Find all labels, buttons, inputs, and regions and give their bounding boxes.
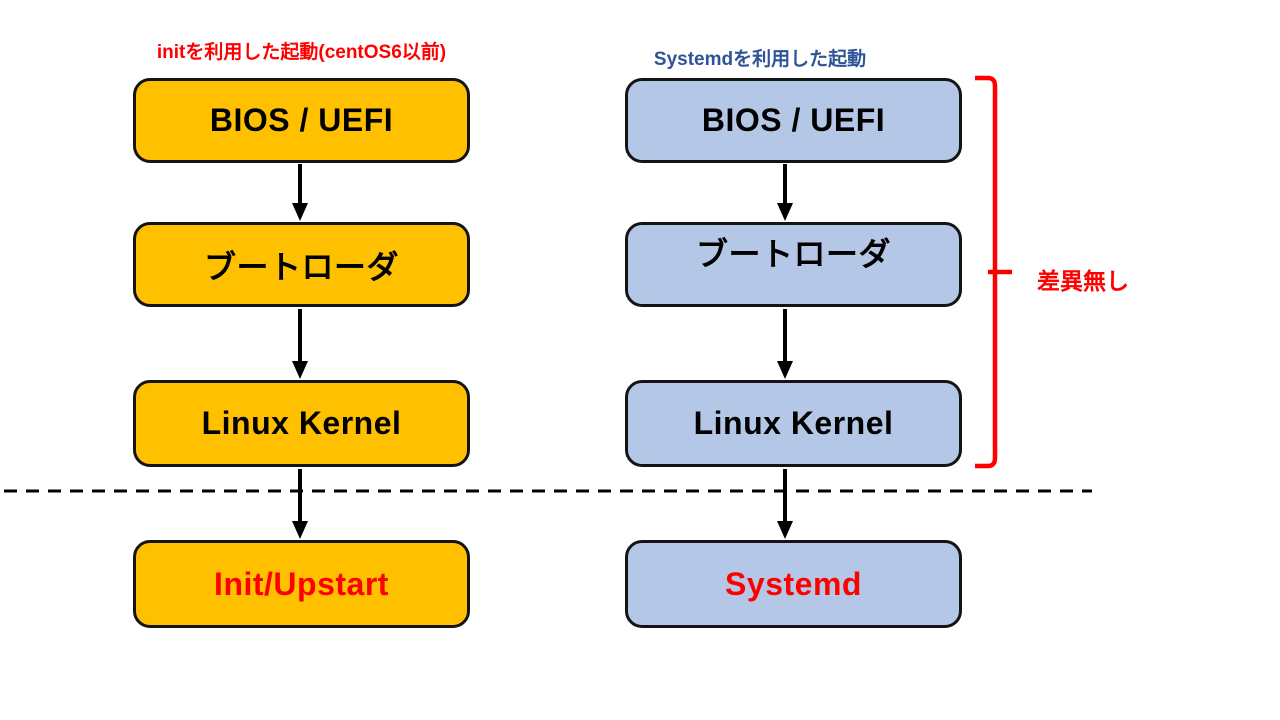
right-box-bootloader: ブートローダ <box>625 222 962 307</box>
left-box-linux-kernel: Linux Kernel <box>133 380 470 467</box>
down-arrow-icon <box>777 309 793 379</box>
right-box-systemd: Systemd <box>625 540 962 628</box>
no-difference-label: 差異無し <box>1037 268 1129 294</box>
down-arrow-icon <box>292 309 308 379</box>
down-arrow-icon <box>292 469 308 539</box>
right-box-bios-uefi: BIOS / UEFI <box>625 78 962 163</box>
left-column-title: initを利用した起動(centOS6以前) <box>156 42 447 63</box>
right-box-linux-kernel: Linux Kernel <box>625 380 962 467</box>
down-arrow-icon <box>777 469 793 539</box>
dashed-divider-line <box>4 489 1092 493</box>
right-column-title: Systemdを利用した起動 <box>653 49 867 70</box>
down-arrow-icon <box>292 164 308 221</box>
left-box-bios-uefi: BIOS / UEFI <box>133 78 470 163</box>
brace-bracket-icon <box>975 75 1012 469</box>
left-box-init-upstart: Init/Upstart <box>133 540 470 628</box>
left-box-bootloader: ブートローダ <box>133 222 470 307</box>
down-arrow-icon <box>777 164 793 221</box>
